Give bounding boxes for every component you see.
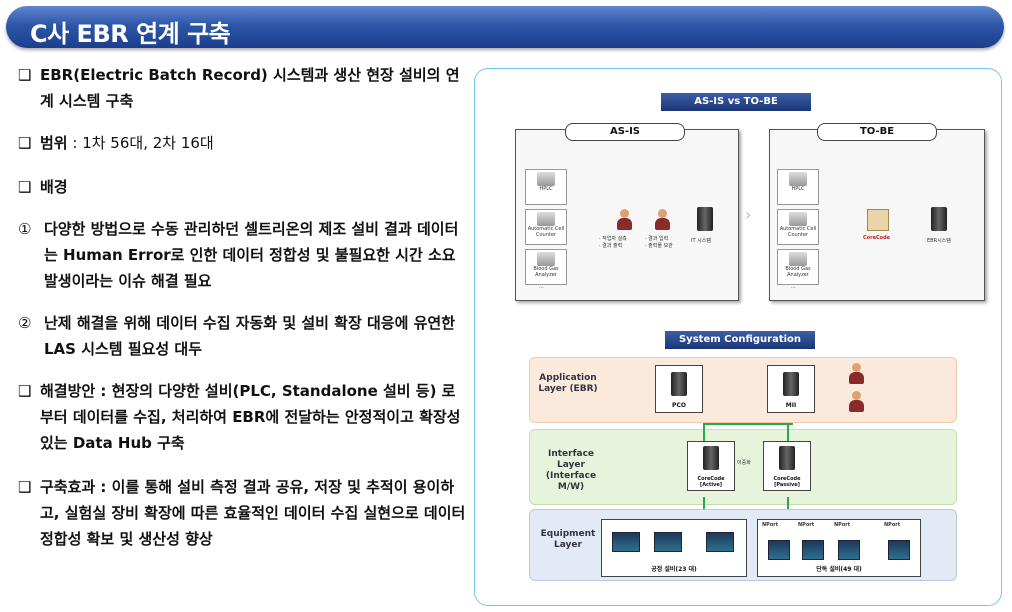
connection-line <box>703 423 705 441</box>
equipment-icon <box>802 540 824 560</box>
corecode-passive-node: CoreCode [Passive] <box>763 441 811 491</box>
operator-note: · 결과 입력 · 출력물 보관 <box>645 236 673 249</box>
number-bullet: ② <box>18 314 32 332</box>
asis-label: AS-IS <box>565 123 685 141</box>
list-item: ❑ 배경 <box>18 174 468 200</box>
equipment-icon <box>612 532 640 552</box>
blood-gas-device: Blood Gas Analyzer <box>525 249 567 285</box>
number-bullet: ① <box>18 220 32 238</box>
nport-label: NPort <box>762 522 779 528</box>
diagram-panel: AS-IS vs TO-BE AS-IS HPLC Automatic Cell… <box>474 68 1002 606</box>
interface-layer <box>529 429 957 505</box>
cell-counter-device: Automatic Cell Counter <box>525 209 567 245</box>
list-item: ① 다양한 방법으로 수동 관리하던 셀트리온의 제조 설비 결과 데이터는 H… <box>18 216 468 294</box>
server-icon <box>697 207 713 231</box>
equipment-layer-label: Equipment Layer <box>540 529 596 550</box>
ellipsis: ... <box>539 284 544 290</box>
nport-label: NPort <box>834 522 851 528</box>
ellipsis: ... <box>791 284 796 290</box>
checkbox-bullet: ❑ <box>18 134 32 152</box>
pco-node: PCO <box>655 365 703 413</box>
nport-label: NPort <box>884 522 901 528</box>
equipment-icon <box>654 532 682 552</box>
checkbox-bullet: ❑ <box>18 66 32 84</box>
server-icon <box>779 446 795 470</box>
nport-label: NPort <box>798 522 815 528</box>
cell-counter-icon <box>789 212 807 226</box>
corecode-icon <box>867 209 889 231</box>
connection-line <box>703 423 793 425</box>
list-item: ❑ 구축효과 : 이를 통해 설비 측정 결과 공유, 저장 및 추적이 용이하… <box>18 474 468 552</box>
server-icon <box>783 372 799 396</box>
process-equipment-group: 공정 설비(23 대) <box>601 519 747 577</box>
connection-line <box>703 497 705 511</box>
user-icon <box>847 363 865 385</box>
application-layer-label: Application Layer (EBR) <box>538 373 598 394</box>
user-icon <box>847 391 865 413</box>
list-item: ❑ 해결방안 : 현장의 다양한 설비(PLC, Standalone 설비 등… <box>18 378 468 456</box>
equipment-icon <box>768 540 790 560</box>
checkbox-bullet: ❑ <box>18 382 32 400</box>
server-icon <box>931 207 947 231</box>
tobe-label: TO-BE <box>817 123 937 141</box>
operator-icon <box>615 209 633 231</box>
it-system-label: IT 시스템 <box>691 238 711 244</box>
list-item: ❑ EBR(Electric Batch Record) 시스템과 생산 현장 … <box>18 62 468 114</box>
cell-counter-device: Automatic Cell Counter <box>777 209 819 245</box>
mii-node: MII <box>767 365 815 413</box>
asis-tobe-header: AS-IS vs TO-BE <box>661 93 811 111</box>
ebr-system-label: EBR시스템 <box>927 238 951 244</box>
operator-icon <box>653 209 671 231</box>
equipment-icon <box>706 532 734 552</box>
server-icon <box>671 372 687 396</box>
checkbox-bullet: ❑ <box>18 478 32 496</box>
operator-note: · 작업자 실측 · 결과 출력 <box>599 236 627 249</box>
corecode-label: CoreCode <box>863 235 891 241</box>
redundancy-label: 이중화 <box>737 460 751 466</box>
page-title: C사 EBR 연계 구축 <box>30 20 231 48</box>
list-item: ② 난제 해결을 위해 데이터 수집 자동화 및 설비 확장 대응에 유연한 L… <box>18 310 468 362</box>
list-item: ❑ 범위 : 1차 56대, 2차 16대 <box>18 130 468 156</box>
system-config-header: System Configuration <box>665 331 815 349</box>
equipment-icon <box>888 540 910 560</box>
hplc-icon <box>789 172 807 186</box>
server-icon <box>703 446 719 470</box>
connection-line <box>787 497 789 511</box>
connection-line <box>787 423 789 441</box>
blood-gas-icon <box>789 252 807 266</box>
chevron-right-icon: › <box>745 205 752 224</box>
blood-gas-device: Blood Gas Analyzer <box>777 249 819 285</box>
interface-layer-label: Interface Layer (Interface M/W) <box>545 449 597 492</box>
blood-gas-icon <box>537 252 555 266</box>
hplc-device: HPLC <box>777 169 819 205</box>
hplc-icon <box>537 172 555 186</box>
corecode-active-node: CoreCode [Active] <box>687 441 735 491</box>
checkbox-bullet: ❑ <box>18 178 32 196</box>
application-layer <box>529 357 957 423</box>
hplc-device: HPLC <box>525 169 567 205</box>
title-bar: C사 EBR 연계 구축 <box>6 6 1004 48</box>
equipment-icon <box>838 540 860 560</box>
standalone-equipment-group: NPort NPort NPort NPort 단독 설비(49 대) <box>757 519 921 577</box>
cell-counter-icon <box>537 212 555 226</box>
